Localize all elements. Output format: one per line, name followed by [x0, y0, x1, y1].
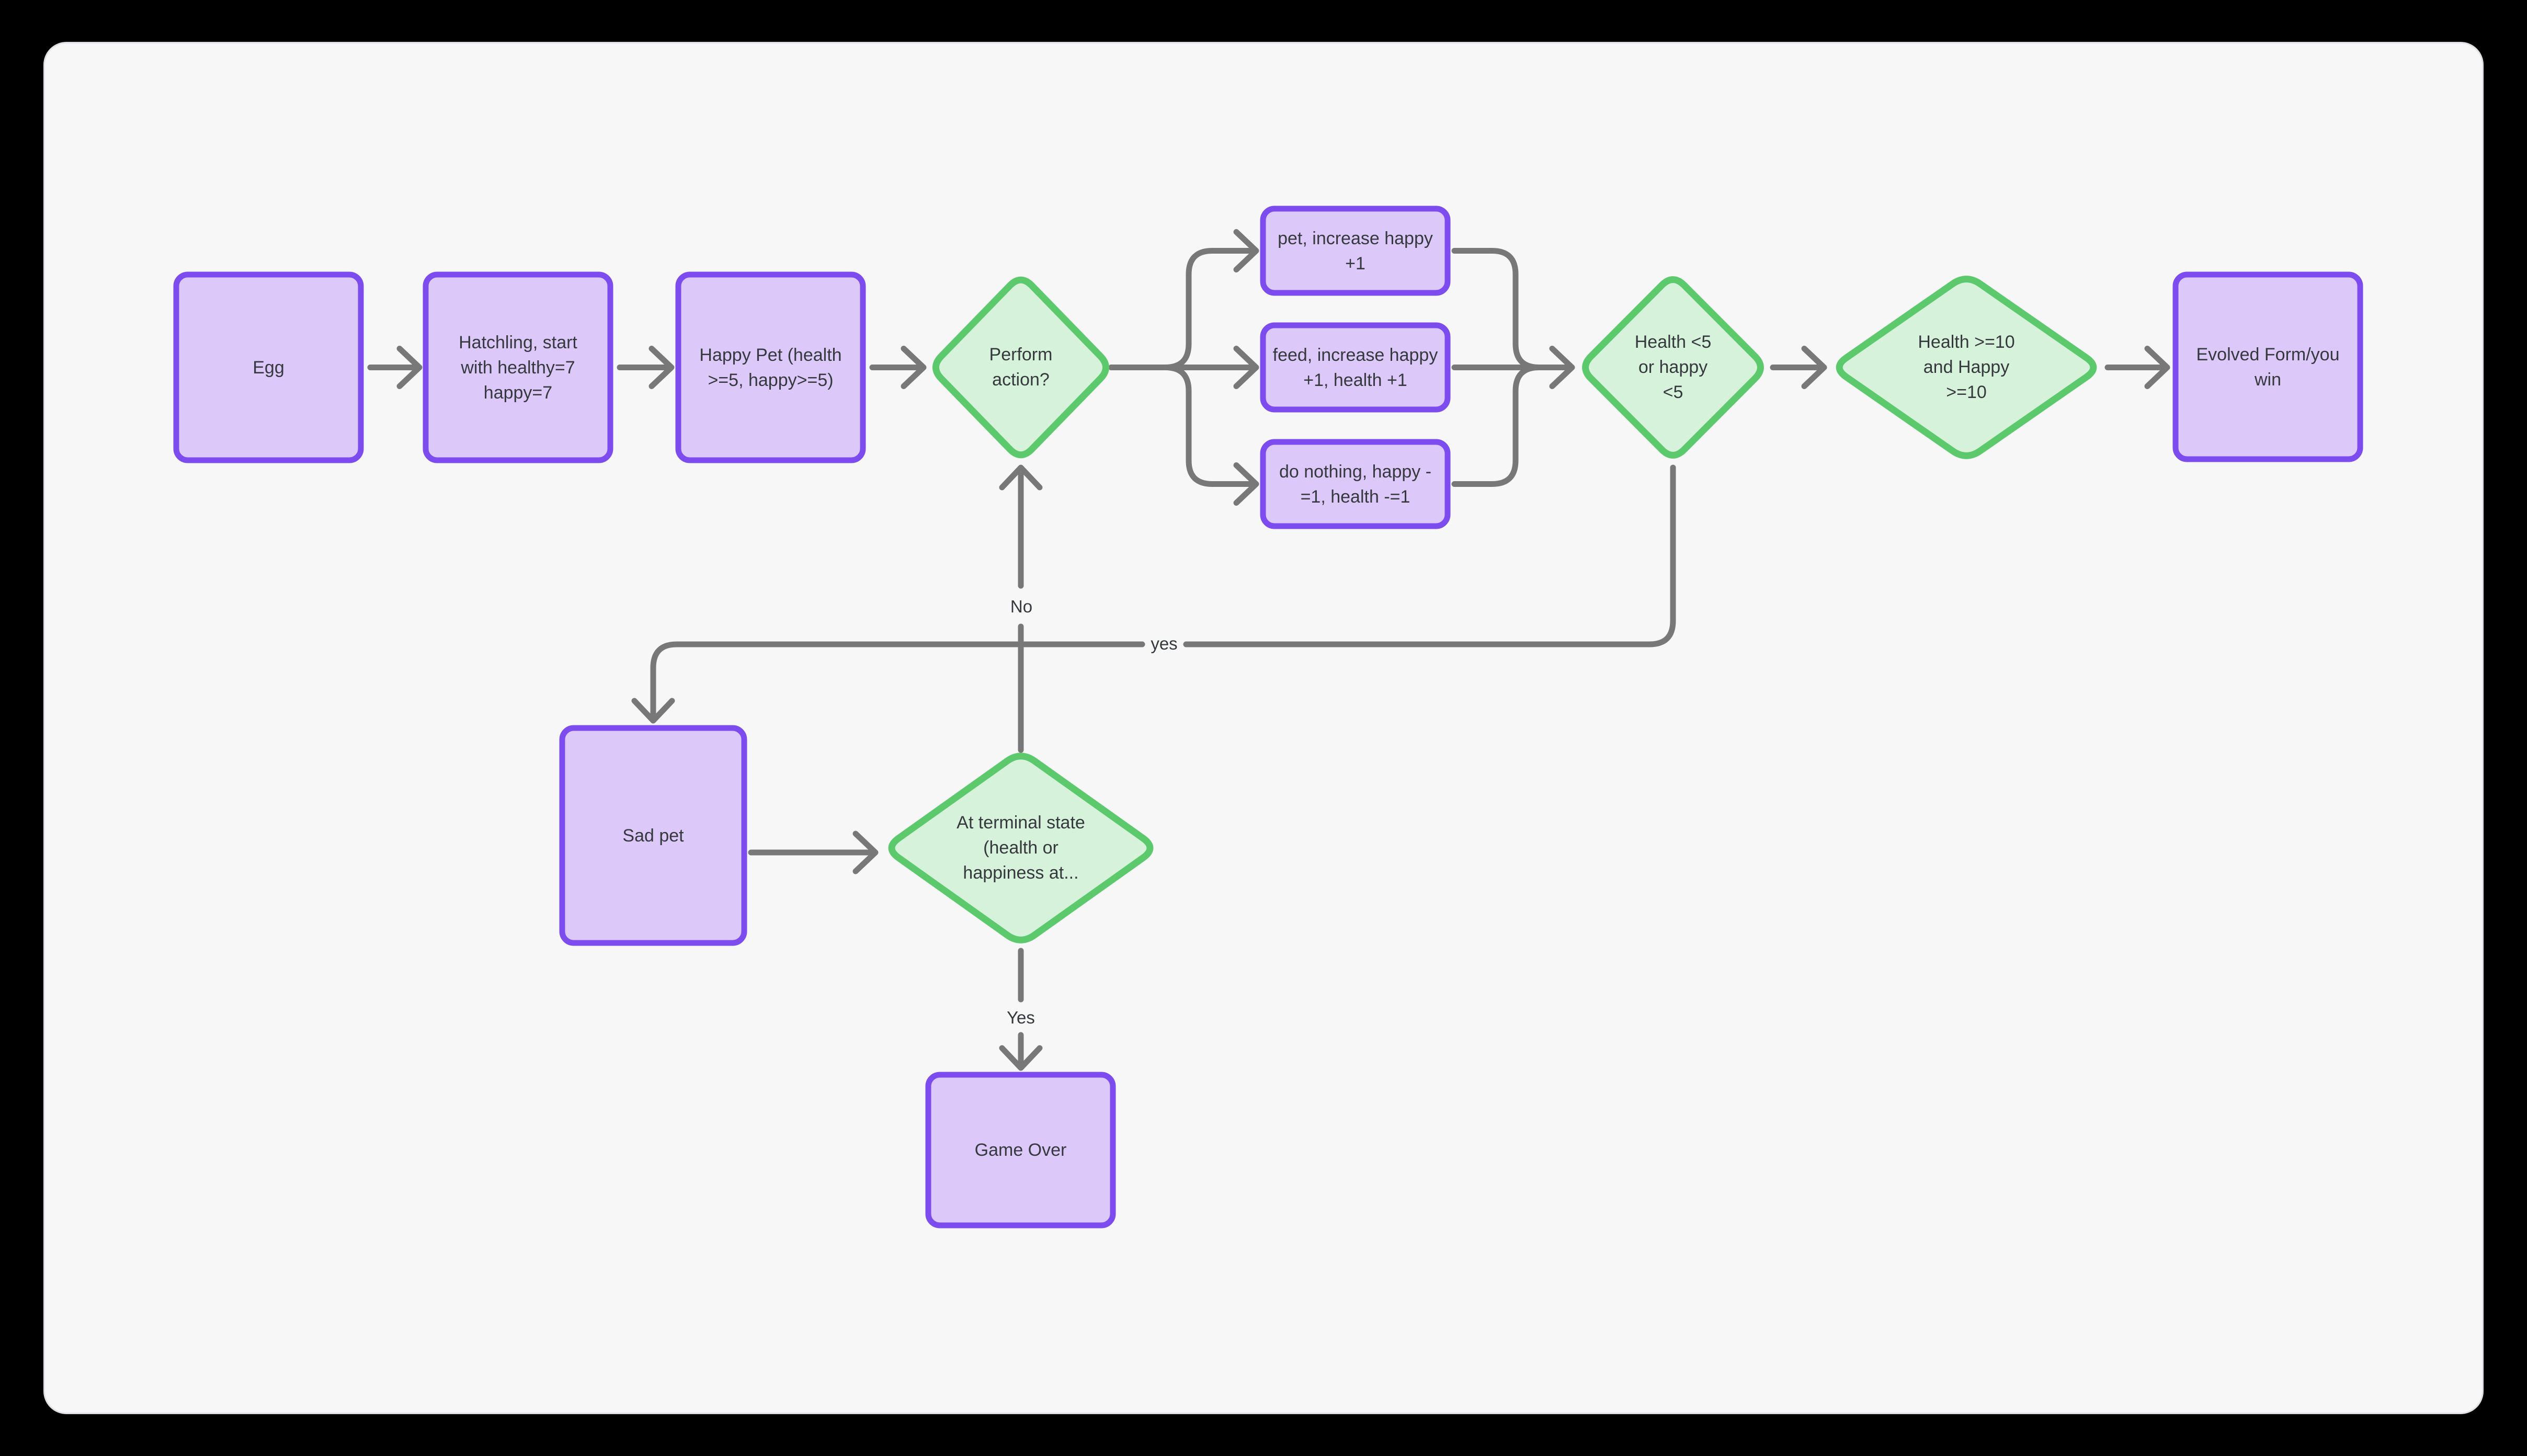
edge-hatchling-to-happy-pet[interactable] [617, 346, 675, 389]
action-pet-node[interactable] [1260, 206, 1451, 296]
edge-health-low-to-health-high[interactable] [1770, 346, 1827, 389]
hatchling-node[interactable] [423, 271, 613, 463]
edge-label-yes-lower: yes [1146, 632, 1182, 655]
edge-label-no: No [1006, 595, 1037, 618]
edge-label-yes-upper: Yes [1003, 1006, 1039, 1029]
happy-pet-node[interactable] [675, 271, 866, 463]
action-do-nothing-node[interactable] [1260, 439, 1451, 529]
perform-action-node[interactable] [932, 276, 1110, 459]
edge-health-low-yes-to-sad-pet[interactable] [631, 464, 1676, 724]
egg-node[interactable] [173, 271, 364, 463]
edge-happy-pet-to-perform-action[interactable] [869, 346, 927, 389]
edge-terminal-no-to-perform[interactable] [999, 464, 1043, 753]
edge-perform-to-do-nothing[interactable] [1108, 365, 1259, 506]
action-feed-node[interactable] [1260, 322, 1451, 413]
evolved-node[interactable] [2172, 271, 2363, 462]
edge-health-high-to-evolved[interactable] [2104, 346, 2170, 389]
edge-egg-to-hatchling[interactable] [367, 346, 423, 389]
health-low-node[interactable] [1582, 276, 1764, 459]
sad-pet-node[interactable] [559, 725, 747, 946]
health-high-node[interactable] [1836, 276, 2097, 459]
edge-feed-to-health-low[interactable] [1451, 346, 1575, 389]
edge-sad-pet-to-terminal[interactable] [748, 831, 879, 874]
edge-do-nothing-merge[interactable] [1451, 365, 1542, 487]
terminal-node[interactable] [888, 753, 1154, 943]
game-over-node[interactable] [925, 1072, 1116, 1228]
edge-terminal-yes-to-game-over[interactable] [999, 948, 1043, 1071]
edge-pet-merge[interactable] [1451, 248, 1542, 370]
